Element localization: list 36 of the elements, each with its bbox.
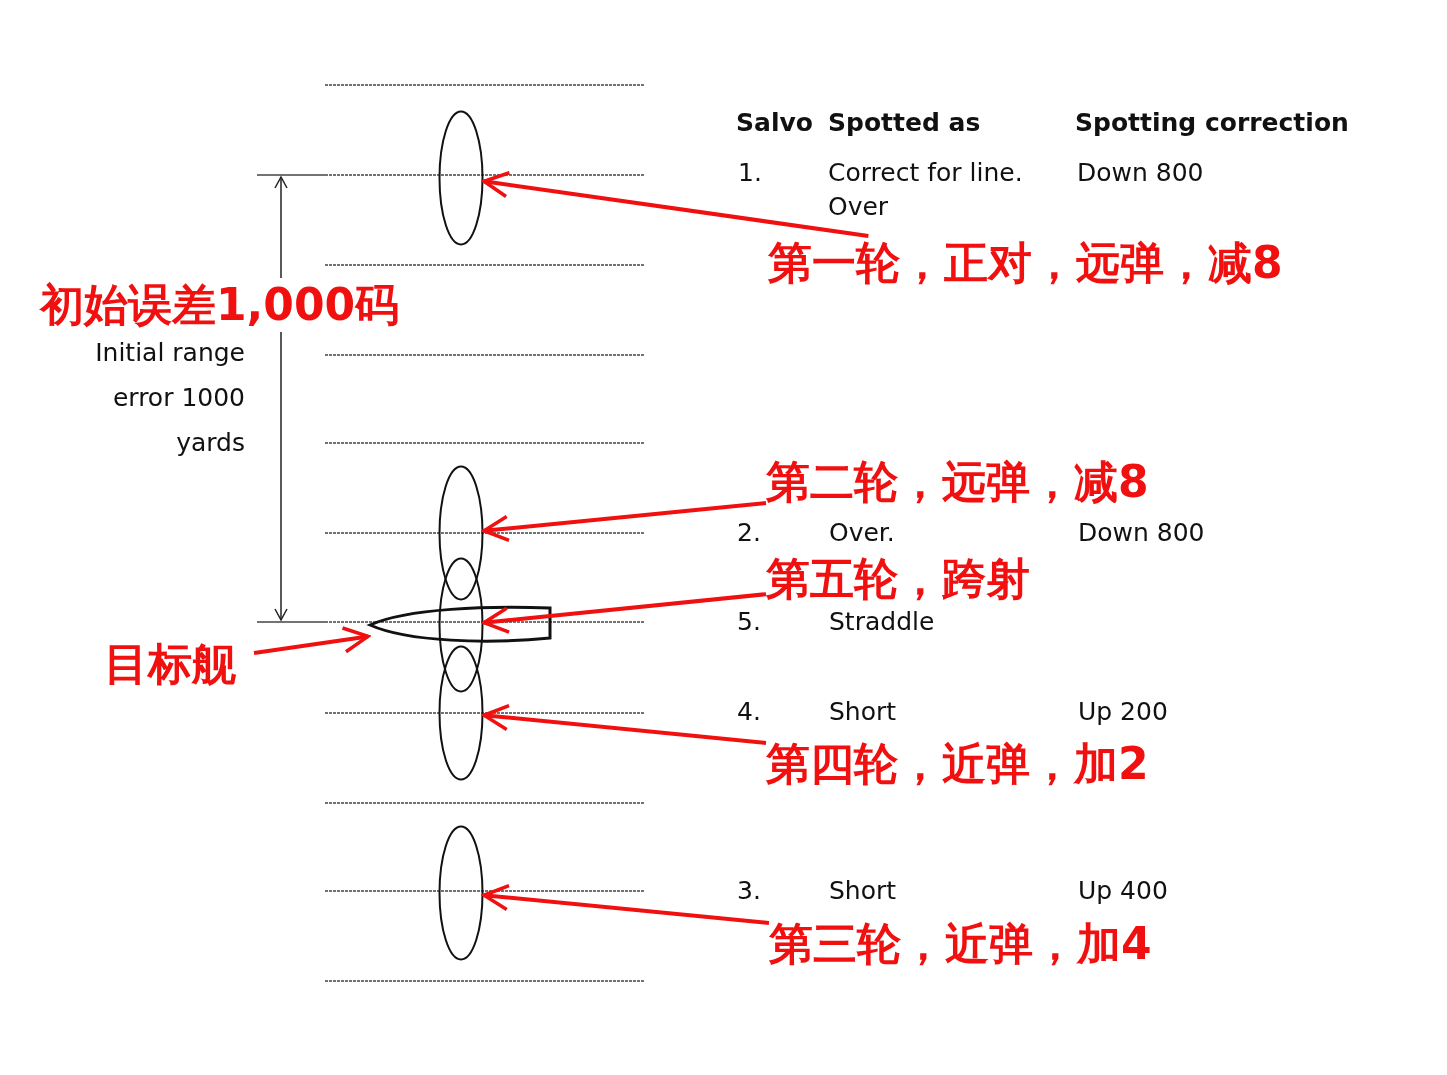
annotation-text: 第四轮，近弹，加2 (766, 737, 1196, 791)
splash-ellipse (438, 110, 484, 246)
table-cell-text: Correct for line. Over (828, 157, 1024, 223)
annotation-text: 目标舰 (104, 637, 254, 691)
table-cell-text: Over. (829, 517, 895, 549)
table-cell-text: 2. (737, 517, 761, 549)
leader-arrow (482, 592, 767, 634)
leader-arrow (482, 703, 767, 745)
table-cell-text: Short (829, 696, 897, 728)
leader-arrow (253, 626, 370, 656)
splash-ellipse (438, 825, 484, 961)
table-cell-text: Up 400 (1078, 875, 1168, 907)
annotation-text: 第一轮，正对，远弹，减8 (768, 236, 1348, 290)
table-cell-text: Straddle (829, 606, 935, 638)
dimension-label: 初始误差1,000码 (40, 278, 400, 332)
splash-ellipse (438, 465, 484, 601)
splash-ellipse (438, 557, 484, 693)
annotation-text: 第二轮，远弹，减8 (766, 455, 1196, 509)
leader-arrow (482, 883, 770, 926)
table-cell-text: 1. (738, 157, 762, 189)
table-cell-text: Up 200 (1078, 696, 1168, 728)
table-cell-text: 5. (737, 606, 761, 638)
table-cell-text: Down 800 (1078, 517, 1205, 549)
leader-arrow (482, 501, 767, 543)
table-cell-text: 4. (737, 696, 761, 728)
dimension-label: Initial range error 1000 yards (94, 337, 245, 459)
annotation-text: 第五轮，跨射 (766, 552, 1066, 606)
table-header: Spotted as (828, 107, 981, 139)
table-header: Salvo (736, 107, 813, 139)
table-cell-text: 3. (737, 875, 761, 907)
table-cell-text: Down 800 (1077, 157, 1204, 189)
splash-ellipse (438, 645, 484, 781)
table-header: Spotting correction (1075, 107, 1349, 139)
leader-arrow (482, 171, 869, 238)
annotation-text: 第三轮，近弹，加4 (769, 917, 1199, 971)
table-cell-text: Short (829, 875, 897, 907)
